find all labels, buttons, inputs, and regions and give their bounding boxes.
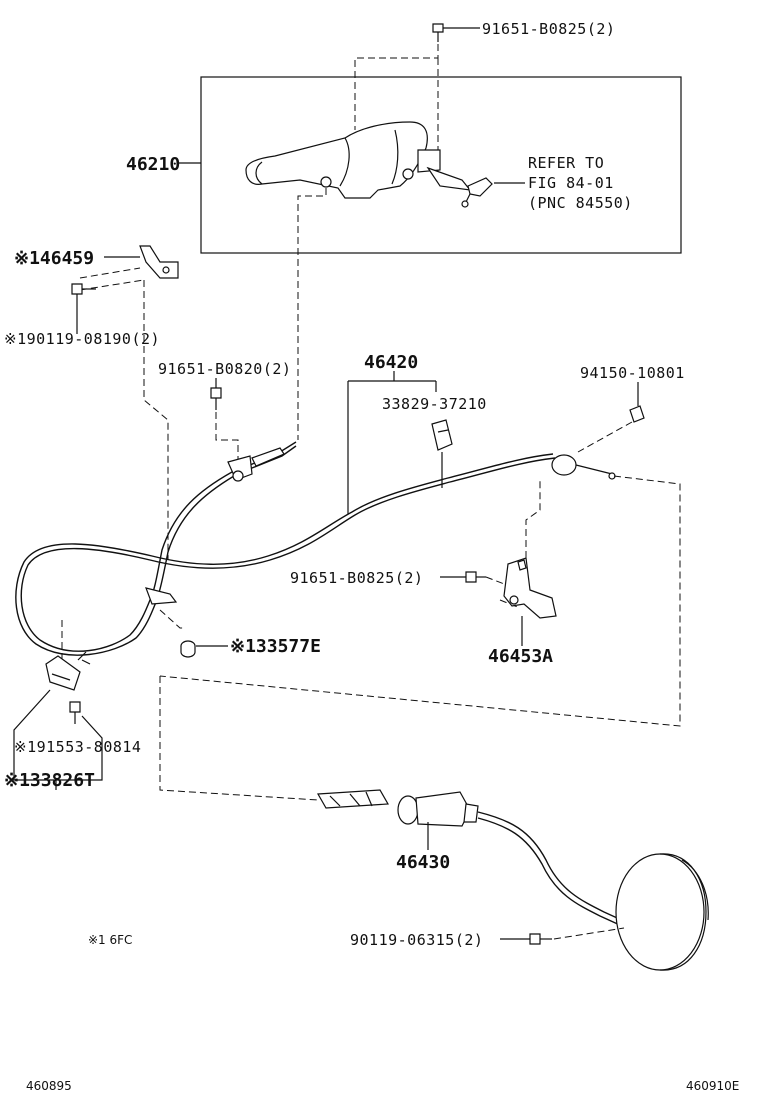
bolt-top-icon — [432, 23, 444, 42]
front-cable-icon — [15, 441, 616, 656]
bolt-mid-icon — [465, 571, 486, 583]
clamp-33829-icon — [431, 419, 453, 451]
label-bracket-46459: ※146459 — [14, 248, 94, 269]
label-nut-94150: 94150-10801 — [580, 364, 685, 382]
label-bolt-top: 91651-B0825(2) — [482, 20, 615, 38]
brake-switch-icon — [461, 177, 493, 208]
label-refer-pnc: (PNC 84550) — [528, 194, 633, 212]
label-refer-to: REFER TO — [528, 154, 604, 172]
label-bolt-90119-06315: 90119-06315(2) — [350, 931, 483, 949]
illustration-code-right: 460910E — [686, 1079, 739, 1093]
label-cable-46420: 46420 — [364, 352, 418, 373]
footnote: ※1 6FC — [88, 933, 132, 947]
label-grommet-33577e: ※133577E — [230, 636, 321, 657]
nut-94150-icon — [629, 405, 645, 423]
label-clip-91553: ※191553-80814 — [14, 738, 141, 756]
label-bolt-b0820: 91651-B0820(2) — [158, 360, 291, 378]
grommet-33577e-icon — [180, 640, 196, 658]
clip-91553-icon — [69, 701, 81, 724]
parking-brake-lever-icon — [245, 121, 472, 199]
illustration-code-left: 460895 — [26, 1079, 72, 1093]
bolt-b0820-icon — [210, 387, 222, 410]
bracket-46453a-icon — [503, 557, 557, 619]
lever-assembly-frame — [200, 76, 682, 254]
bolt-90119-06315-icon — [529, 933, 552, 945]
bolt-90119-08190-icon — [71, 283, 96, 295]
label-bolt-mid: 91651-B0825(2) — [290, 569, 423, 587]
brake-drum-icon — [615, 853, 709, 971]
bracket-33826t-icon — [45, 655, 81, 691]
label-bracket-33826t: ※133826T — [4, 770, 95, 791]
label-clamp-33829: 33829-37210 — [382, 395, 487, 413]
label-lever-46210: 46210 — [126, 154, 180, 175]
label-cable-46430: 46430 — [396, 852, 450, 873]
label-bracket-46453a: 46453A — [488, 646, 553, 667]
label-bolt-90119-08190: ※190119-08190(2) — [4, 330, 160, 348]
label-refer-fig: FIG 84-01 — [528, 174, 614, 192]
bracket-46459-icon — [139, 245, 179, 279]
